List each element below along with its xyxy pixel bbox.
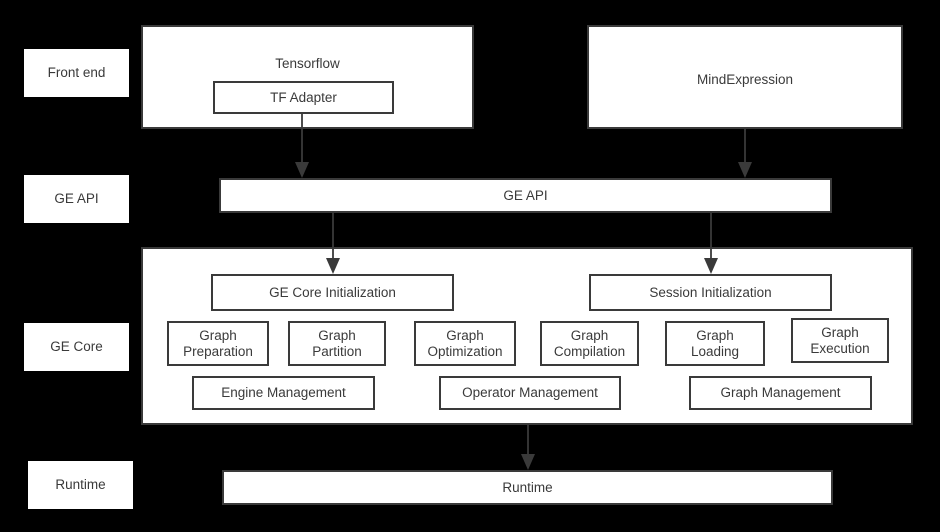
mindexpression-frame: MindExpression <box>587 25 903 129</box>
graph-loading-label: Graph Loading <box>690 327 740 359</box>
graph-execution-box[interactable]: Graph Execution <box>791 318 889 363</box>
tensorflow-title: Tensorflow <box>275 56 340 71</box>
stage-label-text: GE API <box>54 191 99 207</box>
operator-management-box[interactable]: Operator Management <box>439 376 621 410</box>
connector-ge-core-to-runtime <box>521 424 535 470</box>
connector-ge-api-to-session-init <box>704 212 718 274</box>
graph-management-box[interactable]: Graph Management <box>689 376 872 410</box>
graph-optimization-label: Graph Optimization <box>427 327 503 359</box>
stage-label-front-end: Front end <box>24 49 129 97</box>
ge-api-bar[interactable]: GE API <box>219 178 832 213</box>
session-initialization-label: Session Initialization <box>649 284 772 300</box>
graph-optimization-box[interactable]: Graph Optimization <box>414 321 516 366</box>
graph-partition-box[interactable]: Graph Partition <box>288 321 386 366</box>
graph-compilation-box[interactable]: Graph Compilation <box>540 321 639 366</box>
engine-management-label: Engine Management <box>221 385 346 401</box>
connector-tf-adapter-to-ge-api <box>295 112 309 178</box>
operator-management-label: Operator Management <box>462 385 598 401</box>
stage-label-text: GE Core <box>50 339 103 355</box>
runtime-label: Runtime <box>502 479 553 495</box>
graph-loading-box[interactable]: Graph Loading <box>665 321 765 366</box>
stage-label-text: Runtime <box>55 477 106 493</box>
graph-management-label: Graph Management <box>720 385 841 401</box>
ge-core-initialization-label: GE Core Initialization <box>269 284 396 300</box>
stage-label-runtime: Runtime <box>28 461 133 509</box>
connector-mindexpression-to-ge-api <box>738 127 752 178</box>
stage-label-ge-core: GE Core <box>24 323 129 371</box>
engine-management-box[interactable]: Engine Management <box>192 376 375 410</box>
ge-api-label: GE API <box>503 187 548 203</box>
graph-preparation-box[interactable]: Graph Preparation <box>167 321 269 366</box>
runtime-bar[interactable]: Runtime <box>222 470 833 505</box>
graph-compilation-label: Graph Compilation <box>553 327 626 359</box>
graph-partition-label: Graph Partition <box>312 327 362 359</box>
tf-adapter-box[interactable]: TF Adapter <box>213 81 394 114</box>
ge-core-initialization-box[interactable]: GE Core Initialization <box>211 274 454 311</box>
graph-preparation-label: Graph Preparation <box>183 327 253 359</box>
tf-adapter-label: TF Adapter <box>270 89 337 105</box>
session-initialization-box[interactable]: Session Initialization <box>589 274 832 311</box>
stage-label-text: Front end <box>47 65 106 81</box>
connector-ge-api-to-ge-core-init <box>326 212 340 274</box>
mindexpression-title: MindExpression <box>696 72 794 87</box>
graph-execution-label: Graph Execution <box>810 324 870 356</box>
stage-label-ge-api: GE API <box>24 175 129 223</box>
